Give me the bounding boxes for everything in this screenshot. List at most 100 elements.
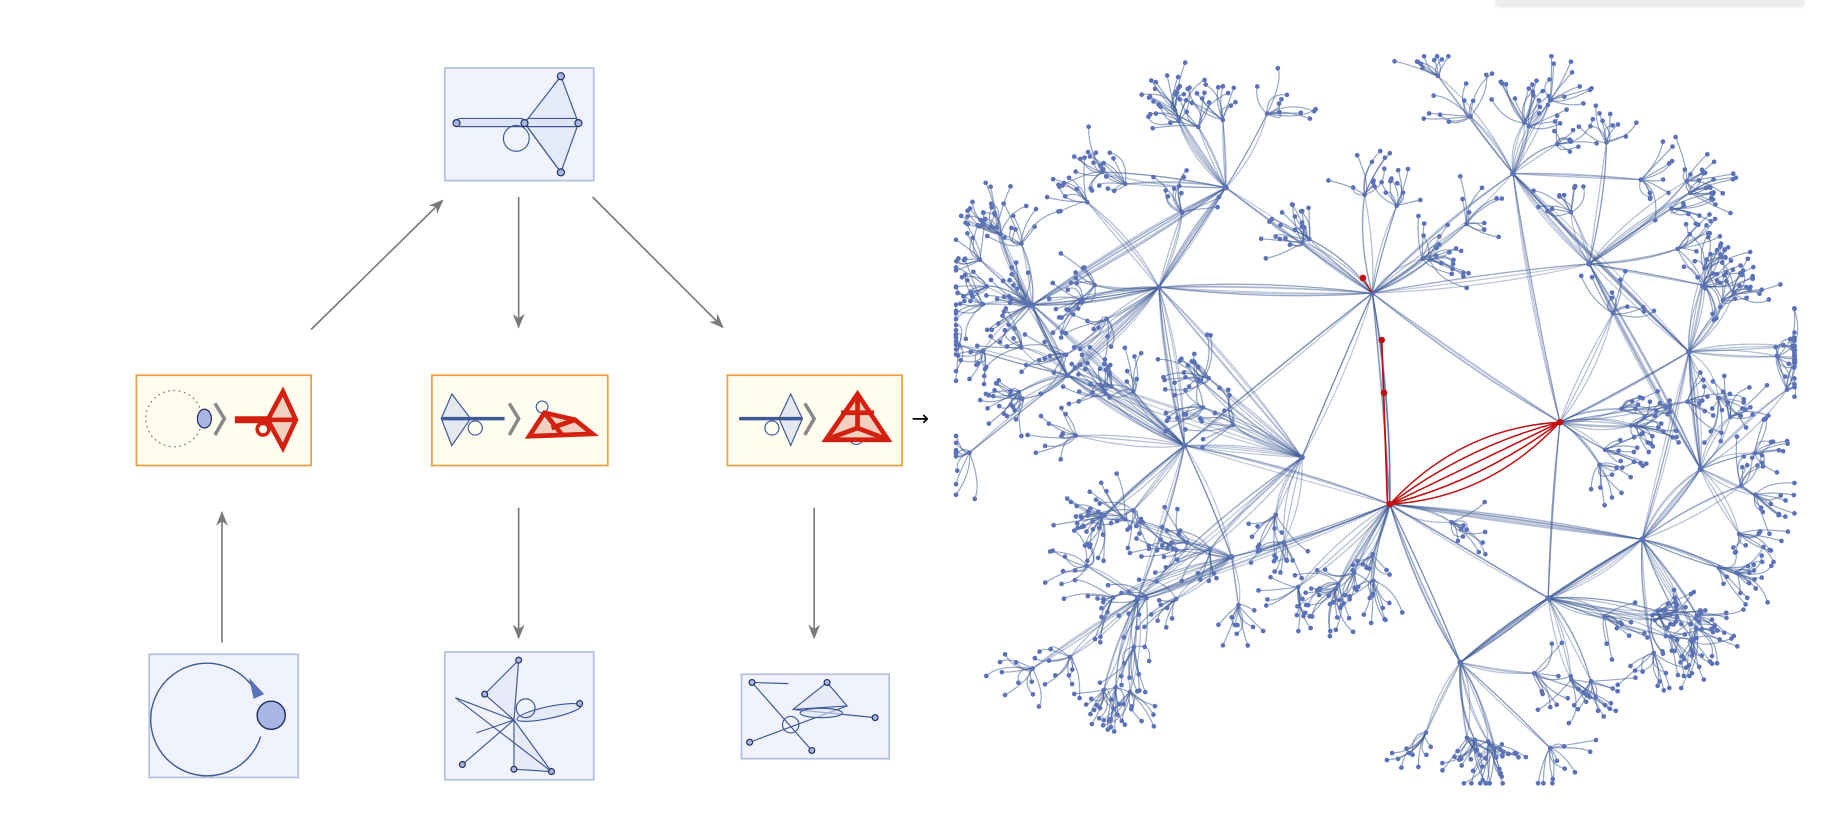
state-box-bottom-right[interactable] bbox=[740, 673, 891, 760]
state-box-bottom-middle[interactable] bbox=[443, 651, 595, 781]
graph-node bbox=[1227, 392, 1232, 398]
graph-node bbox=[1084, 529, 1089, 534]
graph-edge bbox=[1459, 538, 1643, 664]
graph-node bbox=[1394, 180, 1400, 186]
graph-edge bbox=[1021, 353, 1067, 373]
graph-edge bbox=[1109, 152, 1127, 184]
graph-edge bbox=[1604, 436, 1635, 451]
highlight-node bbox=[1359, 274, 1367, 282]
graph-edge bbox=[1335, 588, 1354, 633]
graph-edge bbox=[1547, 597, 1572, 680]
graph-node bbox=[1682, 632, 1688, 637]
graph-node bbox=[983, 673, 989, 679]
graph-node bbox=[996, 321, 1001, 326]
result-arrow: → bbox=[911, 406, 929, 431]
graph-node bbox=[1198, 378, 1204, 384]
graph-node bbox=[1638, 177, 1644, 183]
graph-node bbox=[1170, 546, 1176, 551]
graph-node bbox=[1610, 310, 1616, 316]
graph-node bbox=[1607, 706, 1613, 712]
graph-edge bbox=[1225, 187, 1373, 294]
graph-node bbox=[1774, 470, 1780, 475]
graph-edge bbox=[1184, 445, 1391, 505]
graph-node bbox=[1102, 357, 1108, 362]
graph-node bbox=[1142, 689, 1148, 695]
graph-node bbox=[1116, 613, 1122, 619]
graph-node bbox=[1118, 673, 1124, 679]
graph-node bbox=[1092, 282, 1098, 288]
graph-node bbox=[1792, 511, 1797, 516]
graph-node bbox=[1367, 595, 1373, 601]
graph-node bbox=[1634, 445, 1640, 451]
graph-edge bbox=[1177, 120, 1227, 189]
graph-edge bbox=[1641, 538, 1737, 574]
graph-node bbox=[1575, 144, 1581, 150]
graph-node bbox=[956, 342, 962, 348]
graph-edge bbox=[1065, 286, 1160, 356]
graph-edge bbox=[1641, 351, 1690, 540]
graph-node bbox=[1089, 188, 1095, 193]
graph-node bbox=[1151, 174, 1156, 180]
graph-node bbox=[1206, 578, 1212, 584]
graph-node bbox=[1421, 53, 1427, 59]
graph-edge bbox=[1588, 263, 1702, 470]
graph-node bbox=[1096, 183, 1102, 188]
graph-edge bbox=[1020, 344, 1067, 356]
graph-edge bbox=[1389, 503, 1643, 540]
graph-node bbox=[1686, 211, 1691, 217]
rule-box-3[interactable] bbox=[726, 374, 903, 467]
graph-edge bbox=[1688, 349, 1778, 358]
graph-node bbox=[1138, 350, 1144, 356]
graph-node bbox=[1427, 257, 1433, 262]
graph-edge bbox=[1459, 597, 1549, 663]
state-box-initial[interactable] bbox=[148, 653, 300, 779]
graph-node bbox=[1426, 111, 1432, 116]
graph-node bbox=[1181, 370, 1187, 375]
graph-node bbox=[1768, 501, 1774, 507]
state-box-top[interactable] bbox=[443, 67, 595, 182]
graph-node bbox=[1177, 528, 1183, 533]
rule-box-2[interactable] bbox=[431, 374, 609, 467]
graph-node bbox=[1076, 399, 1082, 404]
graph-edge bbox=[1137, 445, 1186, 599]
graph-node bbox=[1159, 543, 1165, 548]
graph-edge bbox=[1451, 521, 1486, 555]
graph-edge bbox=[1372, 263, 1590, 294]
graph-node bbox=[1008, 297, 1014, 302]
graph-node bbox=[1750, 264, 1756, 270]
graph-edge bbox=[1423, 116, 1471, 120]
graph-edge bbox=[1570, 187, 1575, 213]
graph-node bbox=[1008, 388, 1013, 394]
graph-edge bbox=[1700, 468, 1740, 535]
graph-edge bbox=[1275, 456, 1303, 515]
graph-node bbox=[1163, 188, 1169, 193]
graph-edge bbox=[1363, 150, 1381, 195]
graph-node bbox=[1097, 382, 1103, 388]
graph-edge bbox=[1100, 445, 1186, 519]
graph-node bbox=[1177, 83, 1183, 89]
graph-edge bbox=[1137, 456, 1303, 599]
graph-edge bbox=[1641, 538, 1720, 569]
graph-edge bbox=[1031, 187, 1227, 306]
graph-edge bbox=[1184, 292, 1373, 447]
graph-node bbox=[1628, 474, 1634, 480]
graph-node bbox=[1708, 218, 1713, 224]
graph-edge bbox=[1301, 292, 1373, 458]
rule-box-1[interactable] bbox=[135, 374, 312, 467]
graph-edge bbox=[1372, 504, 1391, 555]
graph-edge bbox=[1411, 732, 1426, 755]
graph-node bbox=[1650, 433, 1655, 439]
graph-edge bbox=[1371, 258, 1423, 294]
graph-node bbox=[1449, 271, 1455, 277]
graph-node bbox=[1688, 621, 1694, 627]
graph-node bbox=[1695, 275, 1701, 280]
graph-node bbox=[1097, 366, 1103, 372]
graph-node bbox=[1717, 637, 1722, 642]
graph-edge bbox=[1557, 141, 1597, 145]
graph-node bbox=[955, 290, 960, 296]
graph-node bbox=[1006, 322, 1011, 328]
graph-node bbox=[1483, 780, 1489, 786]
graph-node bbox=[1007, 300, 1013, 306]
graph-node bbox=[1424, 752, 1429, 758]
graph-edge bbox=[1165, 190, 1183, 214]
